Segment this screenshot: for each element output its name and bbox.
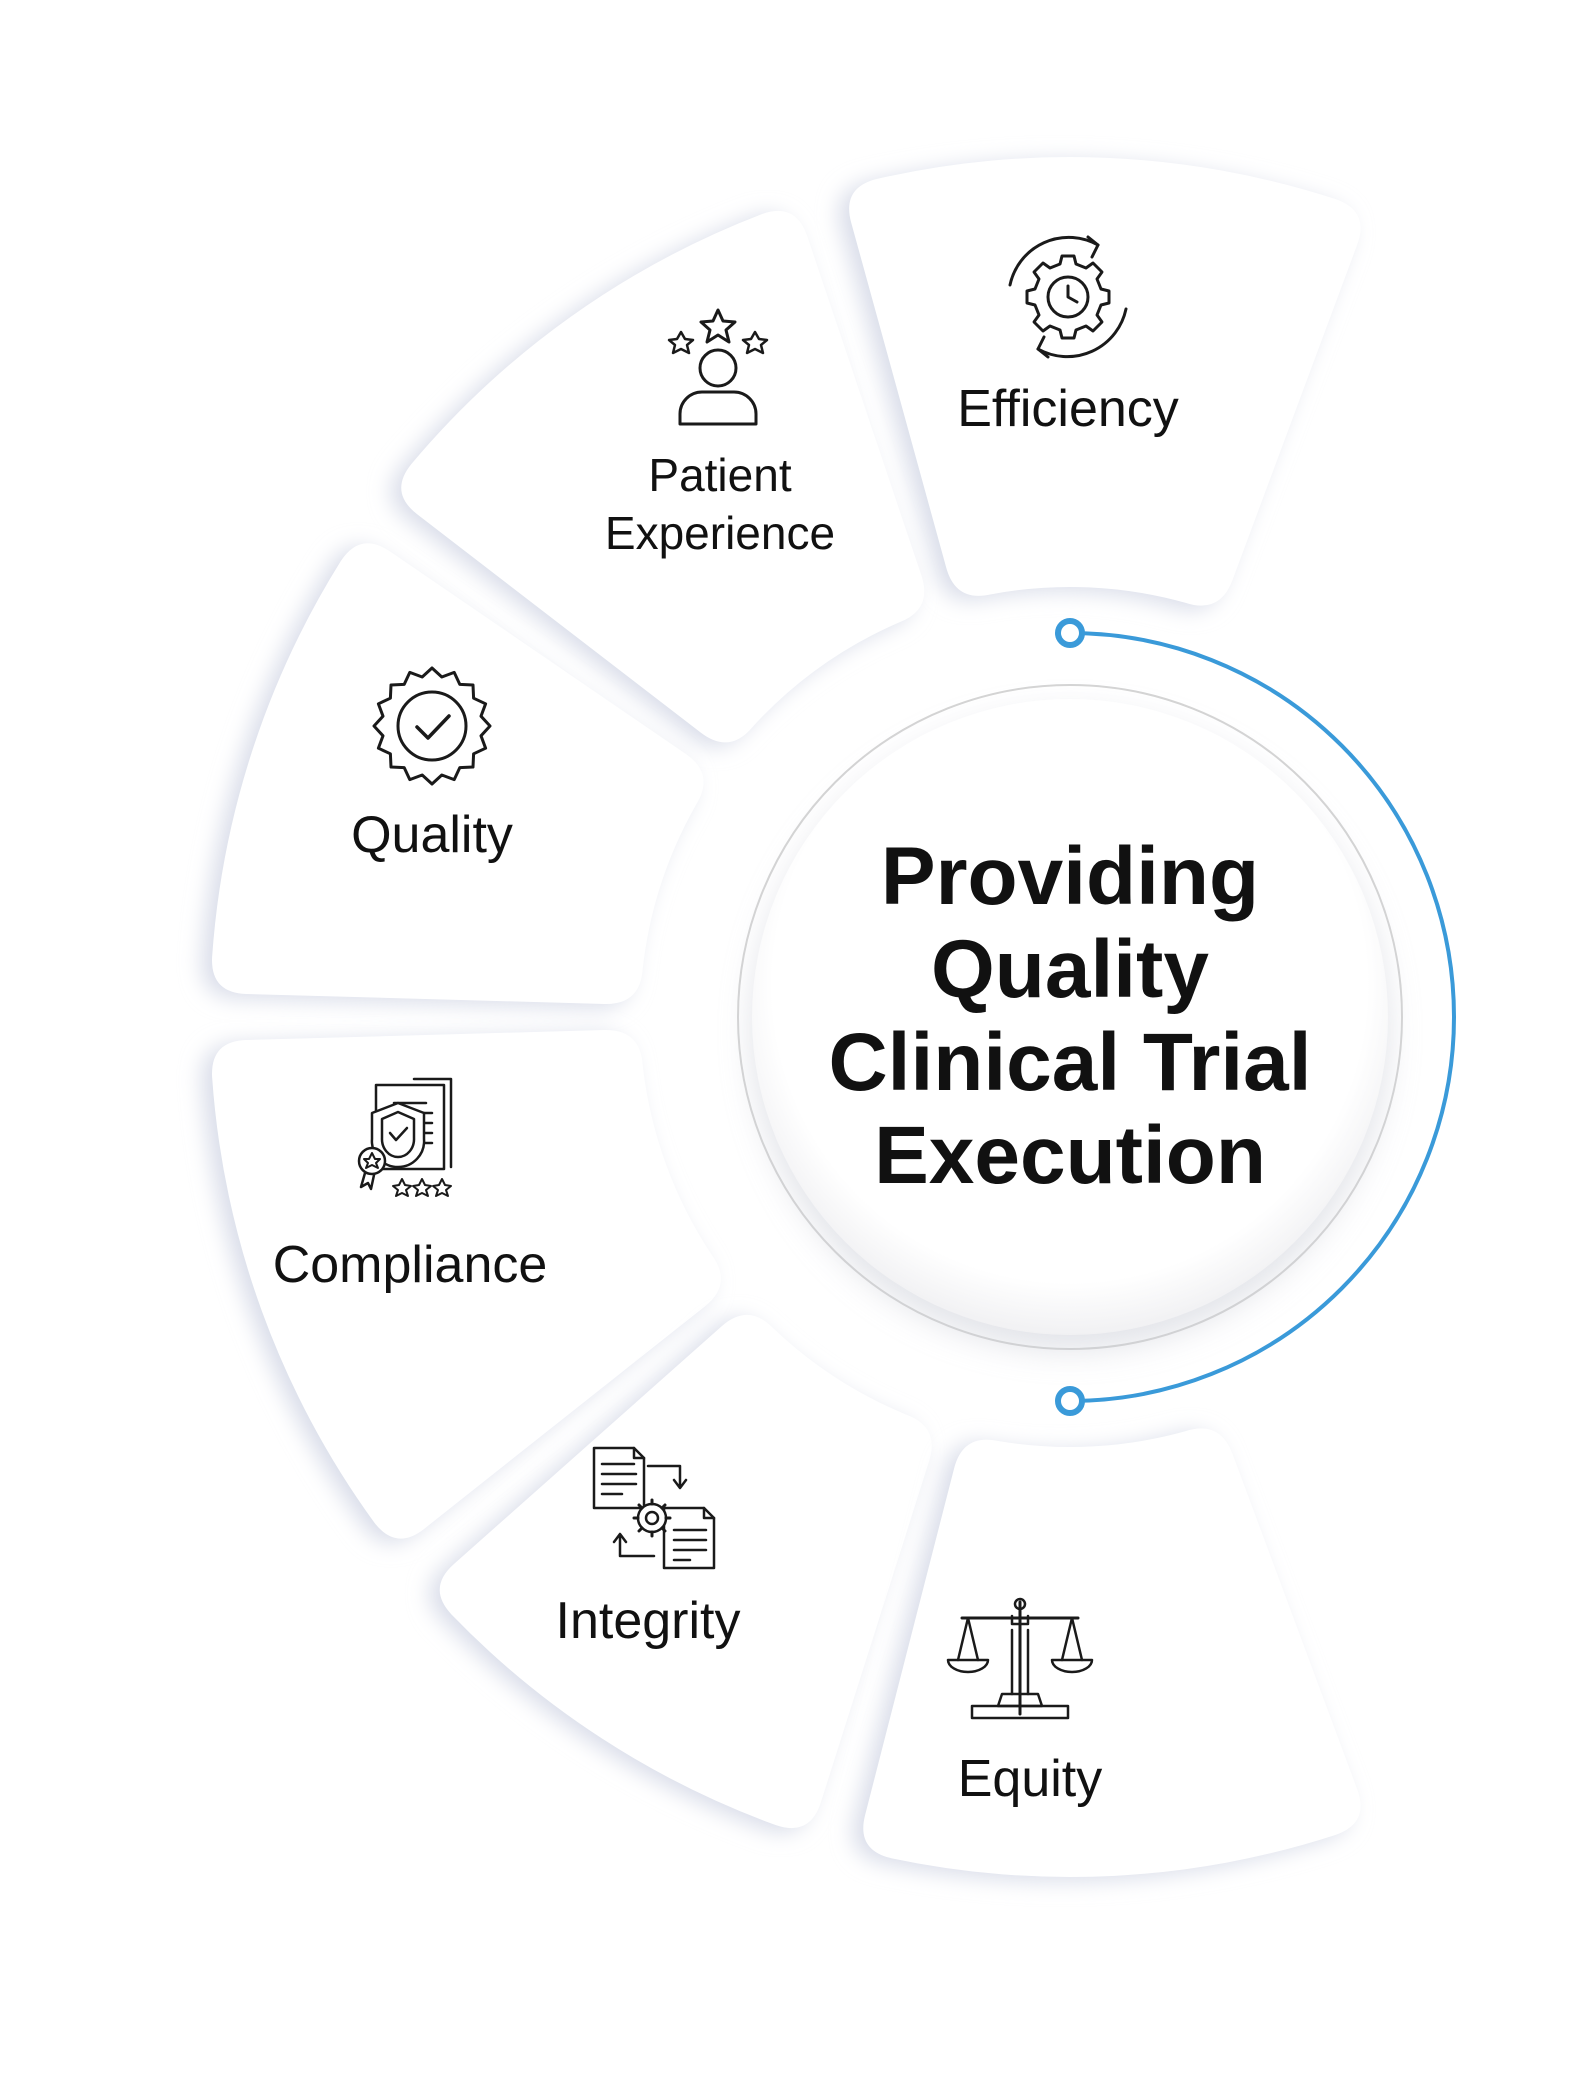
segment-label-patient-experience: Patient Experience: [560, 446, 880, 562]
segment-label-equity-line: Equity: [957, 1750, 1103, 1808]
accent-dot-top: [1055, 618, 1085, 648]
segment-compliance: [212, 1029, 721, 1539]
segment-efficiency: [849, 157, 1361, 606]
segment-label-quality-line: Quality: [351, 806, 513, 864]
center-title-line-4: Execution: [874, 1110, 1266, 1201]
segment-label-integrity-line: Integrity: [555, 1592, 741, 1650]
segment-label-quality: Quality: [282, 806, 582, 864]
segment-label-patient-experience-line-2: Experience: [604, 507, 836, 559]
segment-label-efficiency-line: Efficiency: [957, 380, 1179, 438]
segment-label-integrity: Integrity: [498, 1592, 798, 1650]
segment-label-patient-experience-line-1: Patient: [648, 449, 792, 501]
gear-clock-cycle-icon: [1008, 235, 1128, 359]
segment-label-compliance-line: Compliance: [272, 1236, 548, 1294]
balance-scale-icon: [946, 1597, 1094, 1720]
segment-equity: [863, 1428, 1361, 1877]
document-shield-icon: [357, 1077, 453, 1197]
person-stars-icon: [667, 308, 769, 426]
accent-arc: [1069, 631, 1456, 1403]
center-title: Providing Quality Clinical Trial Executi…: [810, 830, 1330, 1202]
segment-label-equity: Equity: [880, 1750, 1180, 1808]
badge-check-icon: [372, 666, 492, 786]
center-title-line-1: Providing: [880, 831, 1260, 922]
icons-layer: [357, 235, 1128, 1720]
segments-layer: [202, 157, 1361, 1881]
segment-label-compliance: Compliance: [230, 1236, 590, 1294]
accent-dot-bottom: [1055, 1386, 1085, 1416]
center-title-line-2: Quality: [931, 924, 1209, 1015]
center-circle: [752, 699, 1388, 1335]
center-title-line-3: Clinical Trial: [828, 1017, 1312, 1108]
segment-label-efficiency: Efficiency: [918, 380, 1218, 438]
document-gear-exchange-icon: [592, 1446, 716, 1570]
segment-integrity: [439, 1314, 932, 1829]
segment-patient-experience: [401, 210, 925, 743]
center-layer: [737, 618, 1456, 1416]
